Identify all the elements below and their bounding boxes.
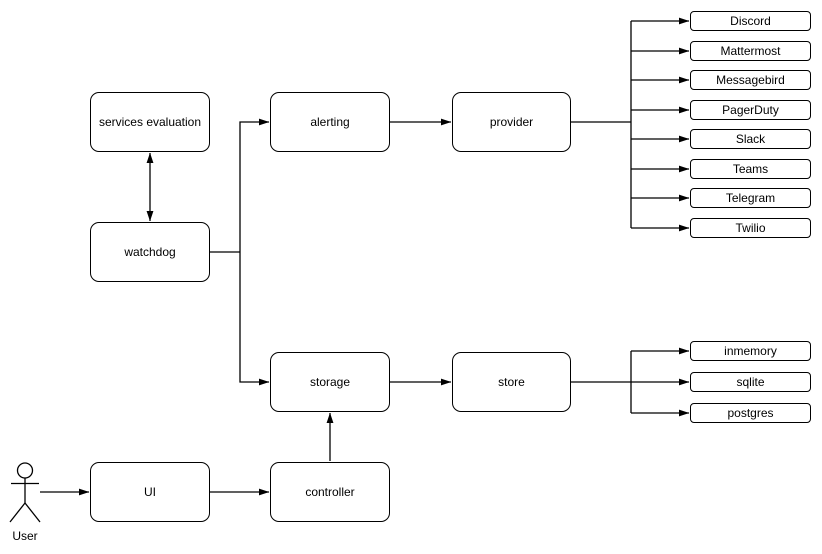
provider-item-mattermost: Mattermost	[690, 41, 811, 61]
provider-item-twilio: Twilio	[690, 218, 811, 238]
node-alerting: alerting	[270, 92, 390, 152]
store-item-sqlite: sqlite	[690, 372, 811, 392]
edge-watchdog-storage	[239, 252, 270, 386]
store-item-postgres: postgres	[690, 403, 811, 423]
provider-item-slack: Slack	[690, 129, 811, 149]
provider-item-teams: Teams	[690, 159, 811, 179]
store-item-inmemory: inmemory	[690, 341, 811, 361]
node-watchdog: watchdog	[90, 222, 210, 282]
node-services-evaluation: services evaluation	[90, 92, 210, 152]
edge-watchdog-alerting	[239, 118, 270, 252]
provider-item-telegram: Telegram	[690, 188, 811, 208]
user-actor-icon	[9, 462, 41, 523]
node-store: store	[452, 352, 571, 412]
node-provider: provider	[452, 92, 571, 152]
provider-item-messagebird: Messagebird	[690, 70, 811, 90]
node-ui: UI	[90, 462, 210, 522]
edge-provider-branch	[571, 21, 632, 228]
user-label: User	[12, 529, 38, 543]
node-storage: storage	[270, 352, 390, 412]
provider-item-pagerduty: PagerDuty	[690, 100, 811, 120]
edge-store-branch	[571, 351, 632, 413]
provider-item-discord: Discord	[690, 11, 811, 31]
node-controller: controller	[270, 462, 390, 522]
